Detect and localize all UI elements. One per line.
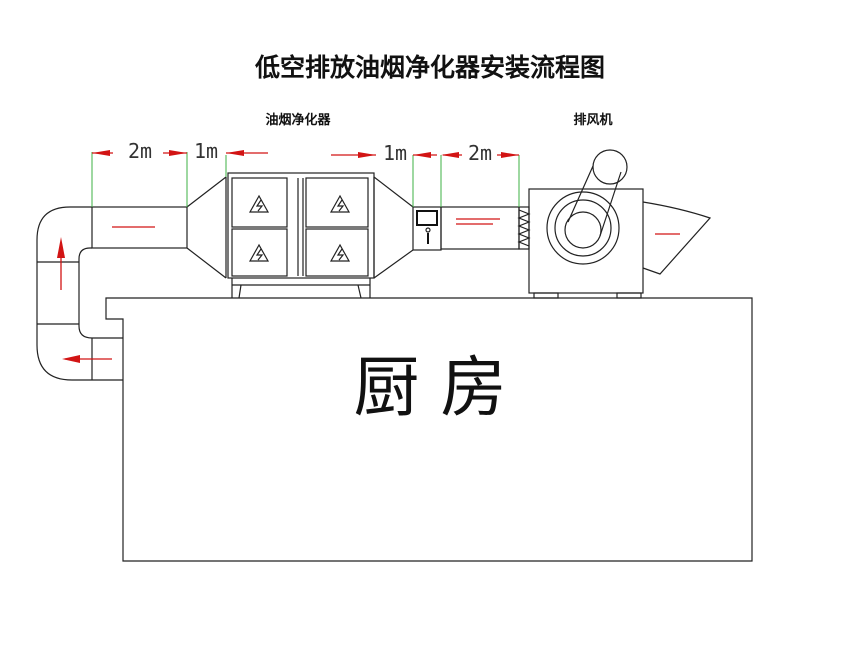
dimension-lines: 2m 1m 1m 2m xyxy=(91,139,520,207)
kitchen-building xyxy=(105,297,753,562)
high-voltage-icon xyxy=(248,194,351,262)
fan-label: 排风机 xyxy=(573,112,612,128)
dimension-2m-left: 2m xyxy=(128,139,152,163)
dimension-2m-right: 2m xyxy=(468,141,492,165)
inlet-duct xyxy=(36,176,227,381)
dimension-1m-left: 1m xyxy=(194,139,218,163)
diagram-title: 低空排放油烟净化器安装流程图 xyxy=(254,53,605,82)
purifier-label: 油烟净化器 xyxy=(265,112,331,128)
oil-fume-purifier xyxy=(227,172,375,299)
outlet-duct xyxy=(373,176,531,279)
dimension-1m-right: 1m xyxy=(383,141,407,165)
kitchen-label: 厨 房 xyxy=(354,349,507,426)
exhaust-fan xyxy=(528,149,712,299)
